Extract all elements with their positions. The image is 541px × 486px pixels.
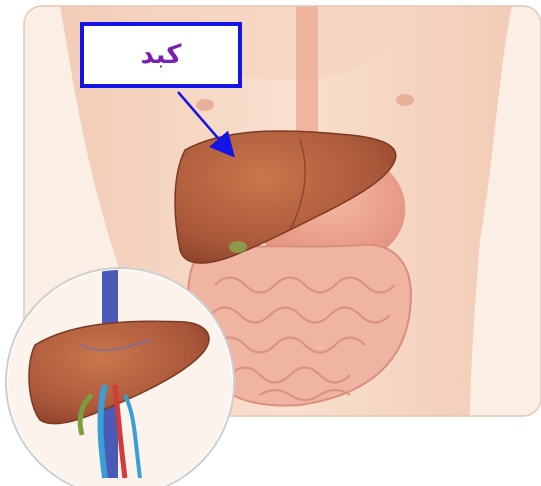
liver-label-box: كبد xyxy=(80,22,242,88)
liver-label: كبد xyxy=(141,40,182,70)
liver-inset xyxy=(6,268,234,486)
